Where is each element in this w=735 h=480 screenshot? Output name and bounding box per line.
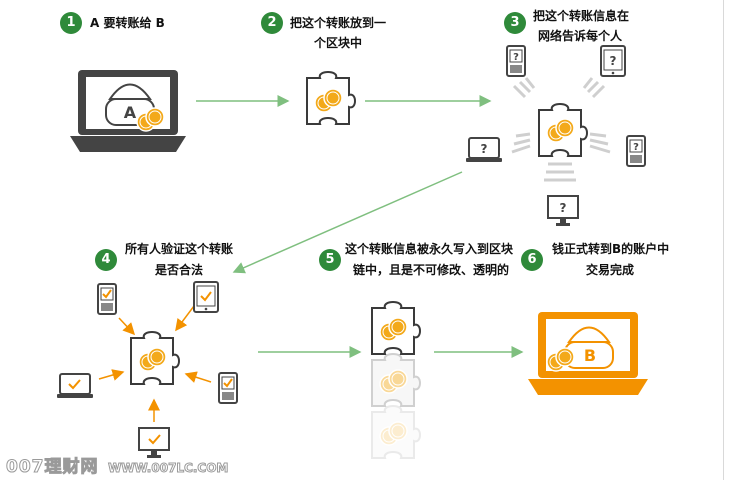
broadcast-block-icon (538, 103, 588, 157)
verification-network (56, 281, 238, 459)
step-number-badge: 1 (60, 12, 82, 34)
svg-text:?: ? (610, 54, 617, 68)
step-caption: 所有人验证这个转账 (125, 242, 234, 256)
step-caption: 把这个转账信息在 (533, 9, 630, 23)
step-caption: 链中，且是不可修改、透明的 (353, 263, 510, 277)
step-number-badge: 2 (261, 12, 283, 34)
step-caption: A 要转账给 B (90, 16, 165, 30)
step-caption: 把这个转账放到一 (290, 16, 387, 30)
step-number-badge: 5 (319, 249, 341, 271)
step-caption: 这个转账信息被永久写入到区块 (345, 242, 514, 256)
svg-text:?: ? (513, 52, 519, 63)
wallet-b-label: B (584, 346, 596, 365)
laptop-b-icon: B (528, 312, 648, 395)
phone-check-icon (97, 283, 117, 315)
svg-text:?: ? (560, 201, 567, 215)
step-number-badge: 6 (521, 249, 543, 271)
tablet-check-icon (193, 281, 219, 313)
laptop-icon: ? (465, 137, 503, 163)
phone-icon: ? (506, 45, 526, 77)
wallet-a-label: A (124, 103, 137, 122)
phone-icon: ? (626, 135, 646, 167)
tablet-icon: ? (600, 45, 626, 77)
laptop-a-icon: A (70, 70, 186, 152)
step-caption: 钱正式转到B的账户中 (552, 242, 670, 256)
verify-block-icon (130, 331, 180, 385)
step-caption: 是否合法 (155, 263, 204, 277)
watermark: 007理财网 WWW.007LC.COM (6, 452, 229, 478)
watermark-brand: 007理财网 (6, 457, 99, 478)
monitor-check-icon (138, 427, 170, 459)
page-divider (723, 0, 724, 480)
step-caption: 交易完成 (586, 263, 635, 277)
monitor-icon: ? (547, 195, 579, 227)
phone-check-icon (218, 372, 238, 404)
broadcast-network: ? ? ? ? ? (465, 45, 646, 227)
watermark-site: WWW.007LC.COM (108, 461, 229, 476)
signal-waves (511, 77, 611, 182)
laptop-check-icon (56, 373, 94, 399)
svg-text:?: ? (481, 142, 488, 156)
step-number-badge: 4 (95, 249, 117, 271)
svg-text:?: ? (633, 142, 639, 153)
step-caption: 个区块中 (314, 36, 363, 50)
arrow-3-to-4 (232, 171, 463, 274)
step-number-badge: 3 (504, 12, 526, 34)
blockchain-stack-icon (371, 301, 421, 459)
block-puzzle-icon (306, 71, 356, 125)
step-caption: 网络告诉每个人 (538, 29, 623, 43)
